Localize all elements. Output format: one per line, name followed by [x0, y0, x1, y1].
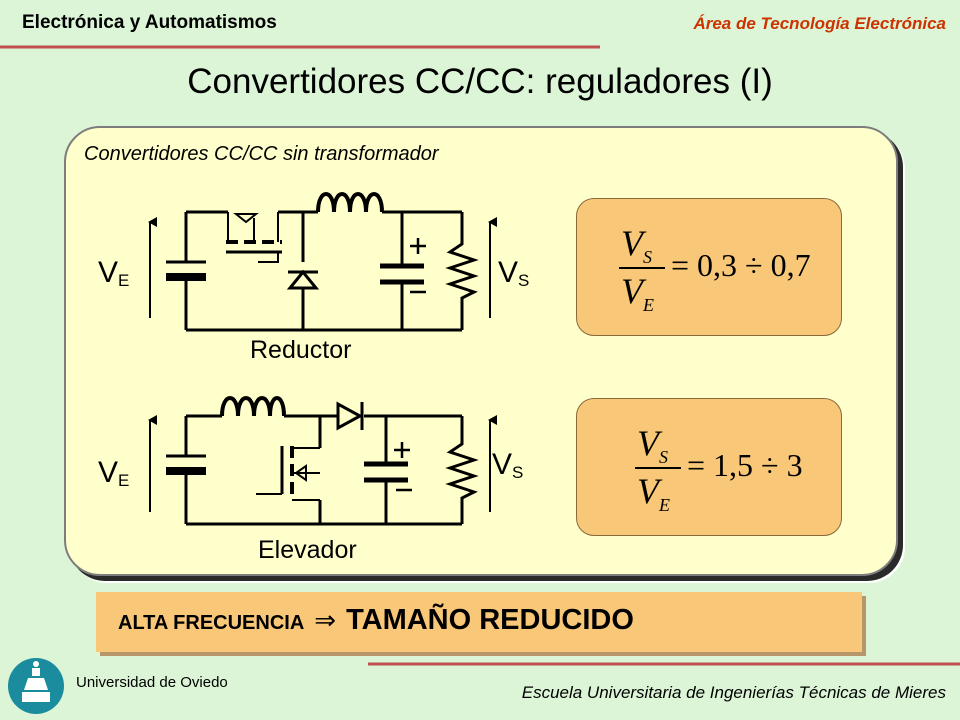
boost-formula-box: VS VE = 1,5 ÷ 3 — [576, 398, 842, 536]
boost-circuit — [148, 396, 497, 526]
buck-formula-numerator: VS — [621, 223, 652, 268]
banner-right-text: TAMAÑO REDUCIDO — [346, 604, 634, 636]
school-name: Escuela Universitaria de Ingenierías Téc… — [521, 683, 946, 702]
boost-capacitor-icon — [364, 416, 412, 524]
buck-inductor-icon — [316, 192, 384, 213]
buck-capacitor-icon — [380, 212, 426, 330]
course-title: Electrónica y Automatismos — [22, 12, 277, 33]
buck-formula-value: = 0,3 ÷ 0,7 — [671, 247, 811, 283]
university-logo-icon — [8, 658, 64, 714]
banner-left-text: ALTA FRECUENCIA — [118, 612, 305, 634]
buck-vout-label: VS — [498, 256, 530, 290]
key-message-banner: ALTA FRECUENCIA ⇒ TAMAÑO REDUCIDO — [96, 592, 862, 652]
boost-inductor-icon — [220, 396, 286, 417]
buck-circuit — [148, 192, 497, 332]
buck-diode-icon — [286, 212, 320, 330]
buck-resistor-icon — [445, 212, 479, 330]
implies-arrow-icon: ⇒ — [314, 606, 337, 636]
boost-formula-bar — [635, 467, 681, 469]
boost-formula-numerator: VS — [637, 423, 668, 468]
boost-caption: Elevador — [258, 536, 357, 564]
boost-formula-denominator: VE — [637, 471, 670, 516]
slide-title: Convertidores CC/CC: reguladores (I) — [187, 62, 773, 101]
boost-resistor-icon — [445, 416, 479, 524]
boost-vin-label: VE — [98, 456, 130, 490]
boost-diode-icon — [336, 401, 364, 431]
boost-formula-value: = 1,5 ÷ 3 — [687, 447, 803, 483]
university-name: Universidad de Oviedo — [76, 674, 228, 691]
boost-mosfet-icon — [256, 416, 322, 524]
buck-vin-label: VE — [98, 256, 130, 290]
buck-formula-bar — [619, 267, 665, 269]
panel-subtitle: Convertidores CC/CC sin transformador — [84, 143, 439, 165]
department-title: Área de Tecnología Electrónica — [693, 14, 946, 33]
buck-mosfet-icon — [226, 212, 282, 263]
buck-formula-denominator: VE — [621, 271, 654, 316]
boost-vout-label: VS — [492, 448, 524, 482]
buck-caption: Reductor — [250, 336, 352, 364]
buck-formula-box: VS VE = 0,3 ÷ 0,7 — [576, 198, 842, 336]
